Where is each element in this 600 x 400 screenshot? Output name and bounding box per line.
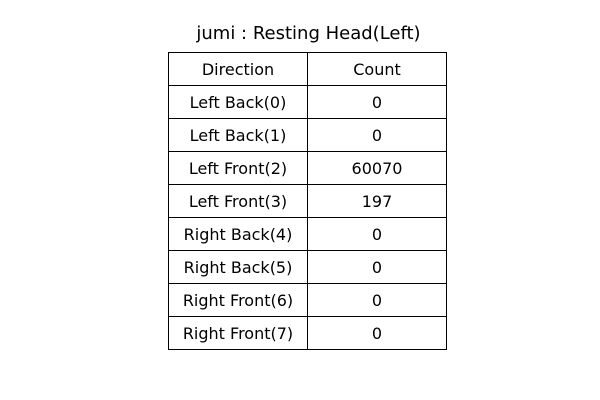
count-cell: 0 [307,250,447,284]
table-row: Left Back(0)0 [168,85,447,119]
direction-cell: Left Front(3) [168,184,308,218]
table-row: Right Front(7)0 [168,316,447,350]
column-header-count: Count [307,52,447,86]
direction-cell: Right Back(5) [168,250,308,284]
count-cell: 60070 [307,151,447,185]
table-row: Left Front(3)197 [168,184,447,218]
table-row: Left Back(1)0 [168,118,447,152]
column-header-direction: Direction [168,52,308,86]
table-row: Left Front(2)60070 [168,151,447,185]
table-row: Right Back(4)0 [168,217,447,251]
count-cell: 0 [307,118,447,152]
table-row: Right Back(5)0 [168,250,447,284]
table-row: Right Front(6)0 [168,283,447,317]
table-header-row: Direction Count [168,52,447,86]
direction-cell: Left Front(2) [168,151,308,185]
count-cell: 0 [307,217,447,251]
count-cell: 197 [307,184,447,218]
count-cell: 0 [307,316,447,350]
direction-cell: Right Back(4) [168,217,308,251]
count-cell: 0 [307,85,447,119]
direction-cell: Right Front(6) [168,283,308,317]
direction-cell: Left Back(1) [168,118,308,152]
chart-title: jumi : Resting Head(Left) [196,23,421,44]
direction-cell: Left Back(0) [168,85,308,119]
count-cell: 0 [307,283,447,317]
direction-cell: Right Front(7) [168,316,308,350]
